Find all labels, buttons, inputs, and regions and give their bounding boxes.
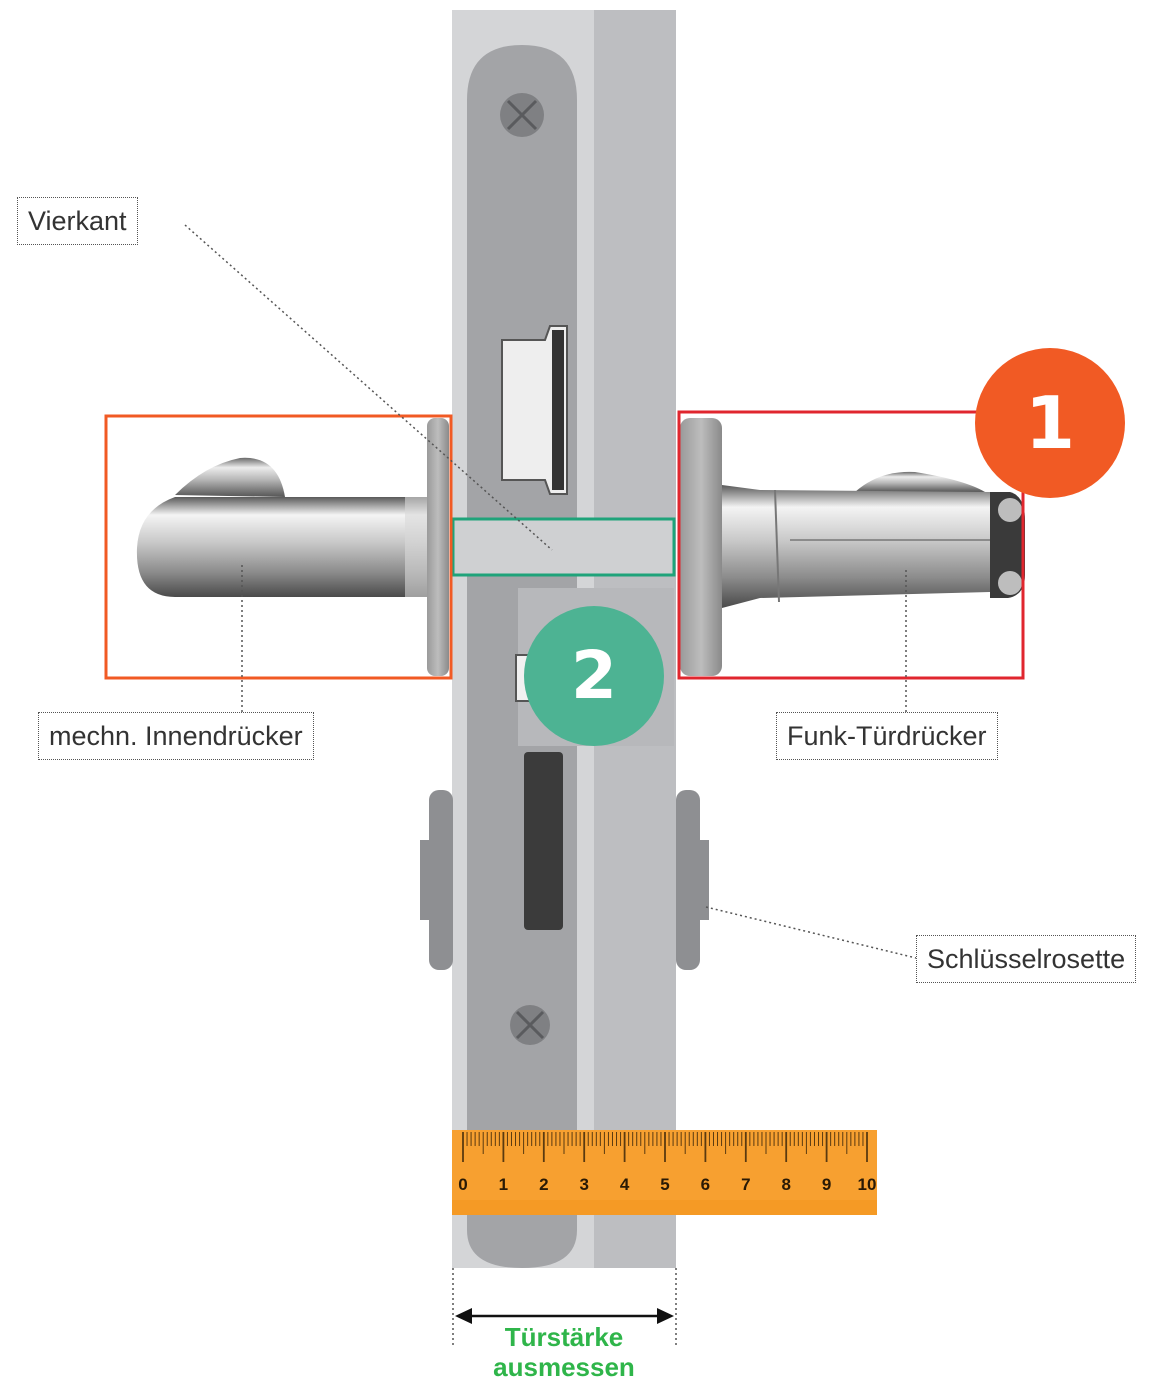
ruler-ticks <box>462 1132 868 1162</box>
ruler-label: 2 <box>539 1175 548 1194</box>
ruler-label: 3 <box>579 1175 588 1194</box>
leader-schluesselrosette <box>705 906 917 959</box>
caption-line-2: ausmessen <box>493 1352 635 1382</box>
ruler-label: 10 <box>858 1175 877 1194</box>
badge-one: 1 <box>975 348 1125 498</box>
ruler-label: 7 <box>741 1175 750 1194</box>
screw-bottom <box>510 1005 550 1045</box>
ruler-label: 6 <box>701 1175 710 1194</box>
latch-bolt <box>501 325 568 495</box>
funk-handle-graphic <box>680 418 1025 676</box>
label-schluesselrosette: Schlüsselrosette <box>916 935 1137 983</box>
ruler-labels: 0 1 2 3 4 5 6 7 8 9 10 <box>458 1175 876 1194</box>
label-innendruecker: mechn. Innendrücker <box>38 712 314 760</box>
ruler-label: 8 <box>781 1175 790 1194</box>
label-funk-tuerdruecker: Funk-Türdrücker <box>776 712 998 760</box>
door-thickness-arrow <box>452 1268 677 1345</box>
leader-vierkant <box>184 224 553 551</box>
key-rose-left <box>420 790 453 970</box>
ruler-label: 4 <box>620 1175 630 1194</box>
badge-two: 2 <box>524 606 664 746</box>
vierkant-area <box>451 517 676 577</box>
inner-handle-graphic <box>136 418 449 676</box>
key-rose-right <box>676 790 709 970</box>
caption-door-thickness: Türstärke ausmessen <box>452 1322 676 1382</box>
funk-handle-box <box>677 410 1025 680</box>
ruler-label: 5 <box>660 1175 669 1194</box>
inner-handle-box <box>104 414 453 680</box>
ruler-label: 0 <box>458 1175 467 1194</box>
ruler-label: 9 <box>822 1175 831 1194</box>
key-slot <box>524 752 563 930</box>
ruler-label: 1 <box>499 1175 508 1194</box>
caption-line-1: Türstärke <box>504 1322 624 1352</box>
label-vierkant: Vierkant <box>17 197 138 245</box>
ruler: 0 1 2 3 4 5 6 7 8 9 10 <box>452 1130 877 1215</box>
screw-top <box>500 93 544 137</box>
